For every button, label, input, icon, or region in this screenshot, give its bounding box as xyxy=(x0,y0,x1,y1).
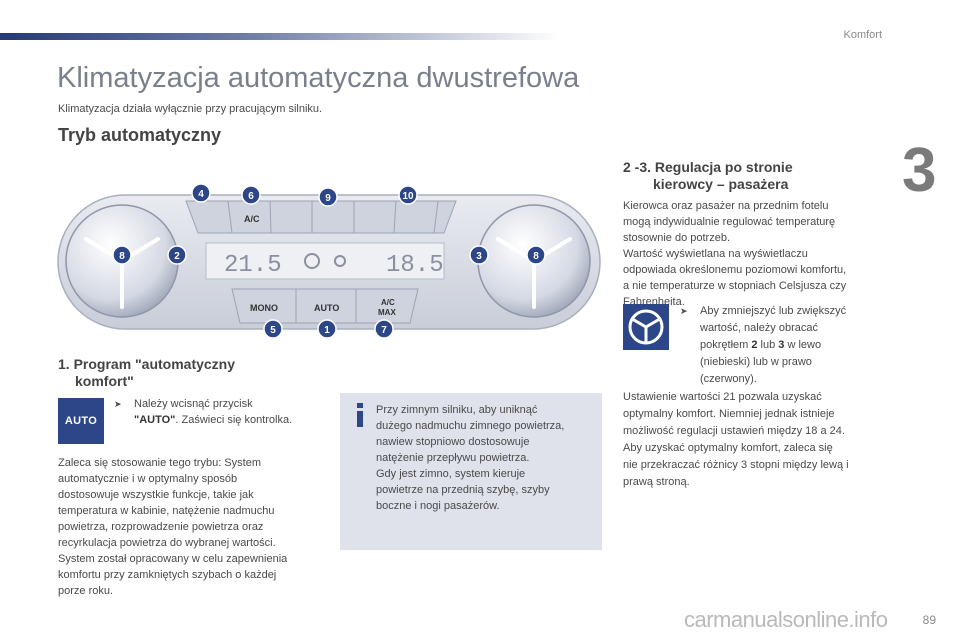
section23-body2-line: Ustawienie wartości 21 pozwala uzyskać xyxy=(623,391,822,403)
section23-bullet-text: lub xyxy=(757,339,779,351)
knob-3-ref: 3 xyxy=(778,339,785,351)
info-text: Przy zimnym silniku, aby uniknąć dużego … xyxy=(376,402,594,514)
auto-button-icon: AUTO xyxy=(58,398,104,444)
section23-bullet-line: Aby zmniejszyć lub zwiększyć xyxy=(700,305,847,317)
callout-5: 5 xyxy=(270,325,276,336)
page-title: Klimatyzacja automatyczna dwustrefowa xyxy=(57,62,580,94)
section1-bullet-line1: Należy wcisnąć przycisk xyxy=(134,398,253,410)
bullet-marker-icon: ➤ xyxy=(680,306,688,316)
section23-body-line: Wartość wyświetlana na wyświetlaczu xyxy=(623,248,808,260)
callout-6: 6 xyxy=(248,191,254,202)
section23-heading-line2: kierowcy – pasażera xyxy=(653,176,789,192)
section23-body: Kierowca oraz pasażer na przednim fotelu… xyxy=(623,198,893,310)
section23-heading-line1: 2 -3. Regulacja po stronie xyxy=(623,159,793,175)
section1-body-line: Zaleca się stosowanie tego trybu: System xyxy=(58,457,261,469)
section23-body-line: mogą indywidualnie regulować temperaturę xyxy=(623,216,836,228)
section1-body-line: temperatura w kabinie, natężenie nadmuch… xyxy=(58,505,275,517)
section1-bullet-bold: "AUTO" xyxy=(134,414,176,426)
acmax-button-label-2: MAX xyxy=(378,308,396,317)
info-icon xyxy=(357,403,363,427)
section1-body-line: porze roku. xyxy=(58,585,114,597)
section23-body-line: stosownie do potrzeb. xyxy=(623,232,731,244)
watermark: carmanualsonline.info xyxy=(684,607,888,632)
section23-body-line: a nie temperaturze w stopniach Celsjusza… xyxy=(623,280,847,292)
section1-bullet: ➤ Należy wcisnąć przycisk "AUTO". Zaświe… xyxy=(114,396,324,430)
section1-body-line: automatycznie i w optymalny sposób xyxy=(58,473,238,485)
callout-8-right: 8 xyxy=(533,251,539,262)
section23-bullet-text: w lewo xyxy=(784,339,822,351)
mono-button-label: MONO xyxy=(250,303,278,313)
callout-10: 10 xyxy=(402,191,414,202)
info-line: boczne i nogi pasażerów. xyxy=(376,500,500,512)
section23-body-line: odpowiada określonemu poziomowi komfortu… xyxy=(623,264,847,276)
auto-button-label: AUTO xyxy=(314,303,339,313)
info-box: Przy zimnym silniku, aby uniknąć dużego … xyxy=(340,393,602,550)
section1-body-line: powietrza, rozprowadzenie powietrza oraz xyxy=(58,521,264,533)
info-line: natężenie przepływu powietrza. xyxy=(376,452,530,464)
page-intro: Klimatyzacja działa wyłącznie przy pracu… xyxy=(58,103,323,115)
section1-body-line: recyrkulacja powietrza do wybranej warto… xyxy=(58,537,276,549)
section23-body2: Ustawienie wartości 21 pozwala uzyskać o… xyxy=(623,389,893,491)
callout-7: 7 xyxy=(381,325,387,336)
chapter-number: 3 xyxy=(902,136,937,205)
section23-bullet-line: (czerwony). xyxy=(700,373,757,385)
info-line: dużego nadmuchu zimnego powietrza, xyxy=(376,420,565,432)
bullet-marker-icon: ➤ xyxy=(114,399,122,409)
knob-2-ref: 2 xyxy=(751,339,758,351)
info-line: Gdy jest zimno, system kieruje xyxy=(376,468,526,480)
section23-body-line: Kierowca oraz pasażer na przednim fotelu xyxy=(623,200,829,212)
callout-2: 2 xyxy=(174,251,180,262)
info-line: Przy zimnym silniku, aby uniknąć xyxy=(376,404,538,416)
top-rule xyxy=(0,33,560,40)
section23-body2-line: nie przekraczać różnicy 3 stopni między … xyxy=(623,459,849,471)
section23-bullet-text: pokrętłem xyxy=(700,339,752,351)
page-number: 89 xyxy=(922,613,936,627)
callout-9: 9 xyxy=(325,193,331,204)
section23-bullet: ➤ Aby zmniejszyć lub zwiększyć wartość, … xyxy=(680,303,890,385)
callout-1: 1 xyxy=(324,325,330,336)
mode-heading: Tryb automatyczny xyxy=(58,125,222,145)
section1-heading-line1: 1. Program "automatyczny xyxy=(58,356,236,372)
ac-button-label: A/C xyxy=(244,214,260,224)
info-line: powietrze na przednią szybę, szyby xyxy=(376,484,550,496)
climate-panel-illustration: A/C 21.5 18.5 MONO AUTO A/C MAX 4 6 9 10 xyxy=(56,183,602,343)
section1-body-line: dostosowuje wszystkie funkcje, takie jak xyxy=(58,489,254,501)
section23-body2-line: optymalny komfort. Niemniej jednak istni… xyxy=(623,408,835,420)
section1-body-line: System został opracowany w celu zapewnie… xyxy=(58,553,288,565)
section1-body: Zaleca się stosowanie tego trybu: System… xyxy=(58,455,328,599)
section23-body2-line: prawą stroną. xyxy=(623,476,690,488)
section23-body2-line: Aby uzyskać optymalny komfort, zaleca si… xyxy=(623,442,833,454)
section1-heading-line2: komfort" xyxy=(75,373,134,389)
section23-body2-line: możliwość regulacji ustawień między 18 a… xyxy=(623,425,845,437)
section1-bullet-rest: . Zaświeci się kontrolka. xyxy=(175,414,293,426)
section23-bullet-line: (niebieski) lub w prawo xyxy=(700,356,812,368)
callout-4: 4 xyxy=(198,189,204,200)
info-line: nawiew stopniowo dostosowuje xyxy=(376,436,530,448)
section23-bullet-line: wartość, należy obracać xyxy=(700,322,818,334)
temperature-knob-icon xyxy=(623,304,669,350)
acmax-button-label-1: A/C xyxy=(381,298,395,307)
right-temperature: 18.5 xyxy=(386,252,444,279)
section-label: Komfort xyxy=(843,29,882,41)
left-temperature: 21.5 xyxy=(224,252,282,279)
section1-body-line: komfortu przy zamkniętych szybach o każd… xyxy=(58,569,277,581)
callout-3: 3 xyxy=(476,251,482,262)
callout-8-left: 8 xyxy=(119,251,125,262)
